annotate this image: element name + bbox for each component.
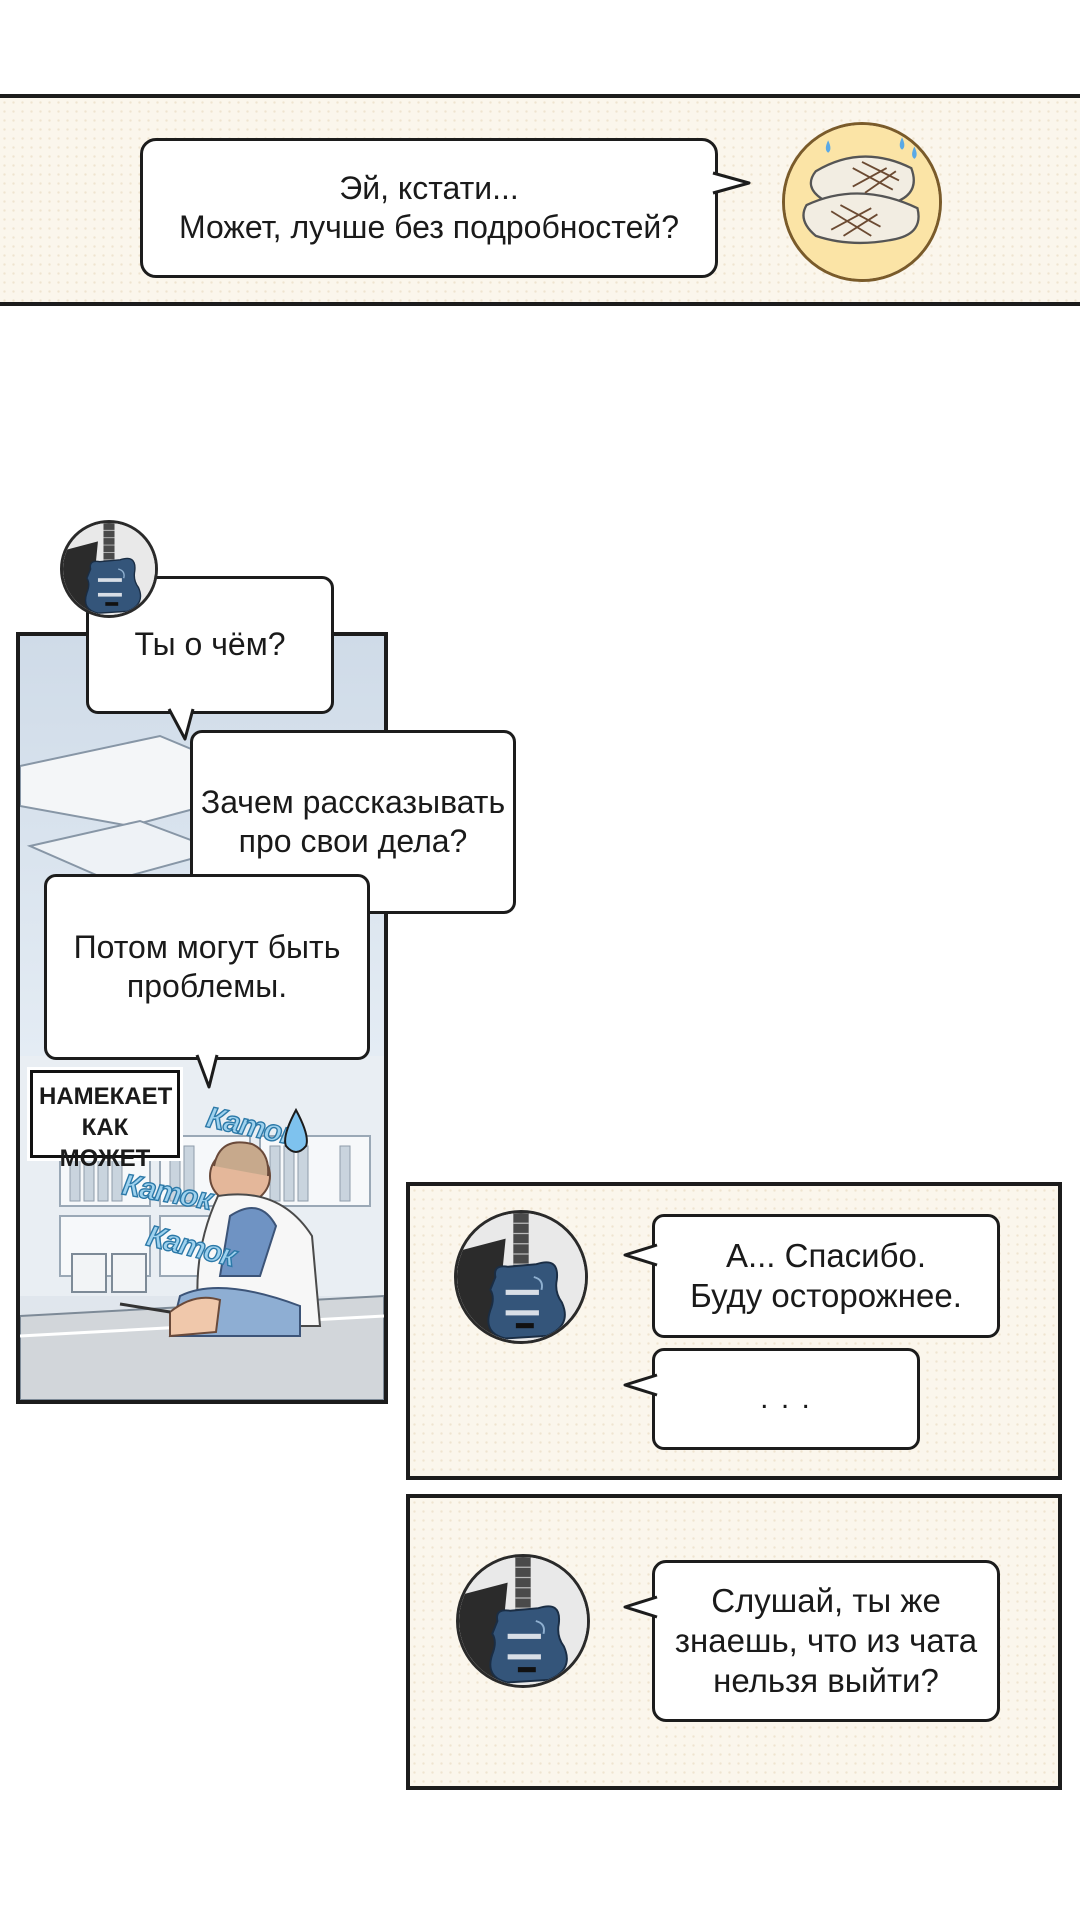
bubble-text: Зачем рассказывать про свои дела? [200, 783, 506, 859]
dumplings-icon [782, 122, 942, 282]
guitar-icon [454, 1210, 588, 1344]
bubble-text: Ты о чём? [134, 626, 286, 663]
speech-bubble: Потом могут быть проблемы. [44, 874, 370, 1089]
sweat-drop-icon [284, 1108, 308, 1153]
speech-bubble: А... Спасибо. Буду осторожнее. [623, 1214, 1000, 1338]
speech-bubble: Эй, кстати... Может, лучше без подробнос… [140, 138, 751, 278]
speech-bubble: . . . [623, 1348, 920, 1450]
bubble-tail [623, 1595, 658, 1619]
bubble-text: Слушай, ты же знаешь, что из чата нельзя… [674, 1581, 978, 1700]
bubble-tail [712, 171, 751, 195]
guitar-icon [60, 520, 158, 618]
bubble-text: Эй, кстати... Может, лучше без подробнос… [178, 169, 680, 245]
caption-box: НАМЕКАЕТ КАК МОЖЕТ [30, 1070, 180, 1172]
bubble-tail [167, 708, 195, 741]
bubble-text: Потом могут быть проблемы. [73, 928, 341, 1004]
speech-bubble: Зачем рассказывать про свои дела? [190, 730, 516, 914]
bubble-tail [623, 1243, 658, 1267]
guitar-icon [456, 1554, 590, 1688]
bubble-text: А... Спасибо. Буду осторожнее. [690, 1236, 962, 1314]
bubble-tail [195, 1054, 219, 1089]
bubble-text: . . . [760, 1381, 812, 1415]
bubble-tail [623, 1373, 658, 1397]
speech-bubble: Слушай, ты же знаешь, что из чата нельзя… [623, 1560, 1000, 1722]
